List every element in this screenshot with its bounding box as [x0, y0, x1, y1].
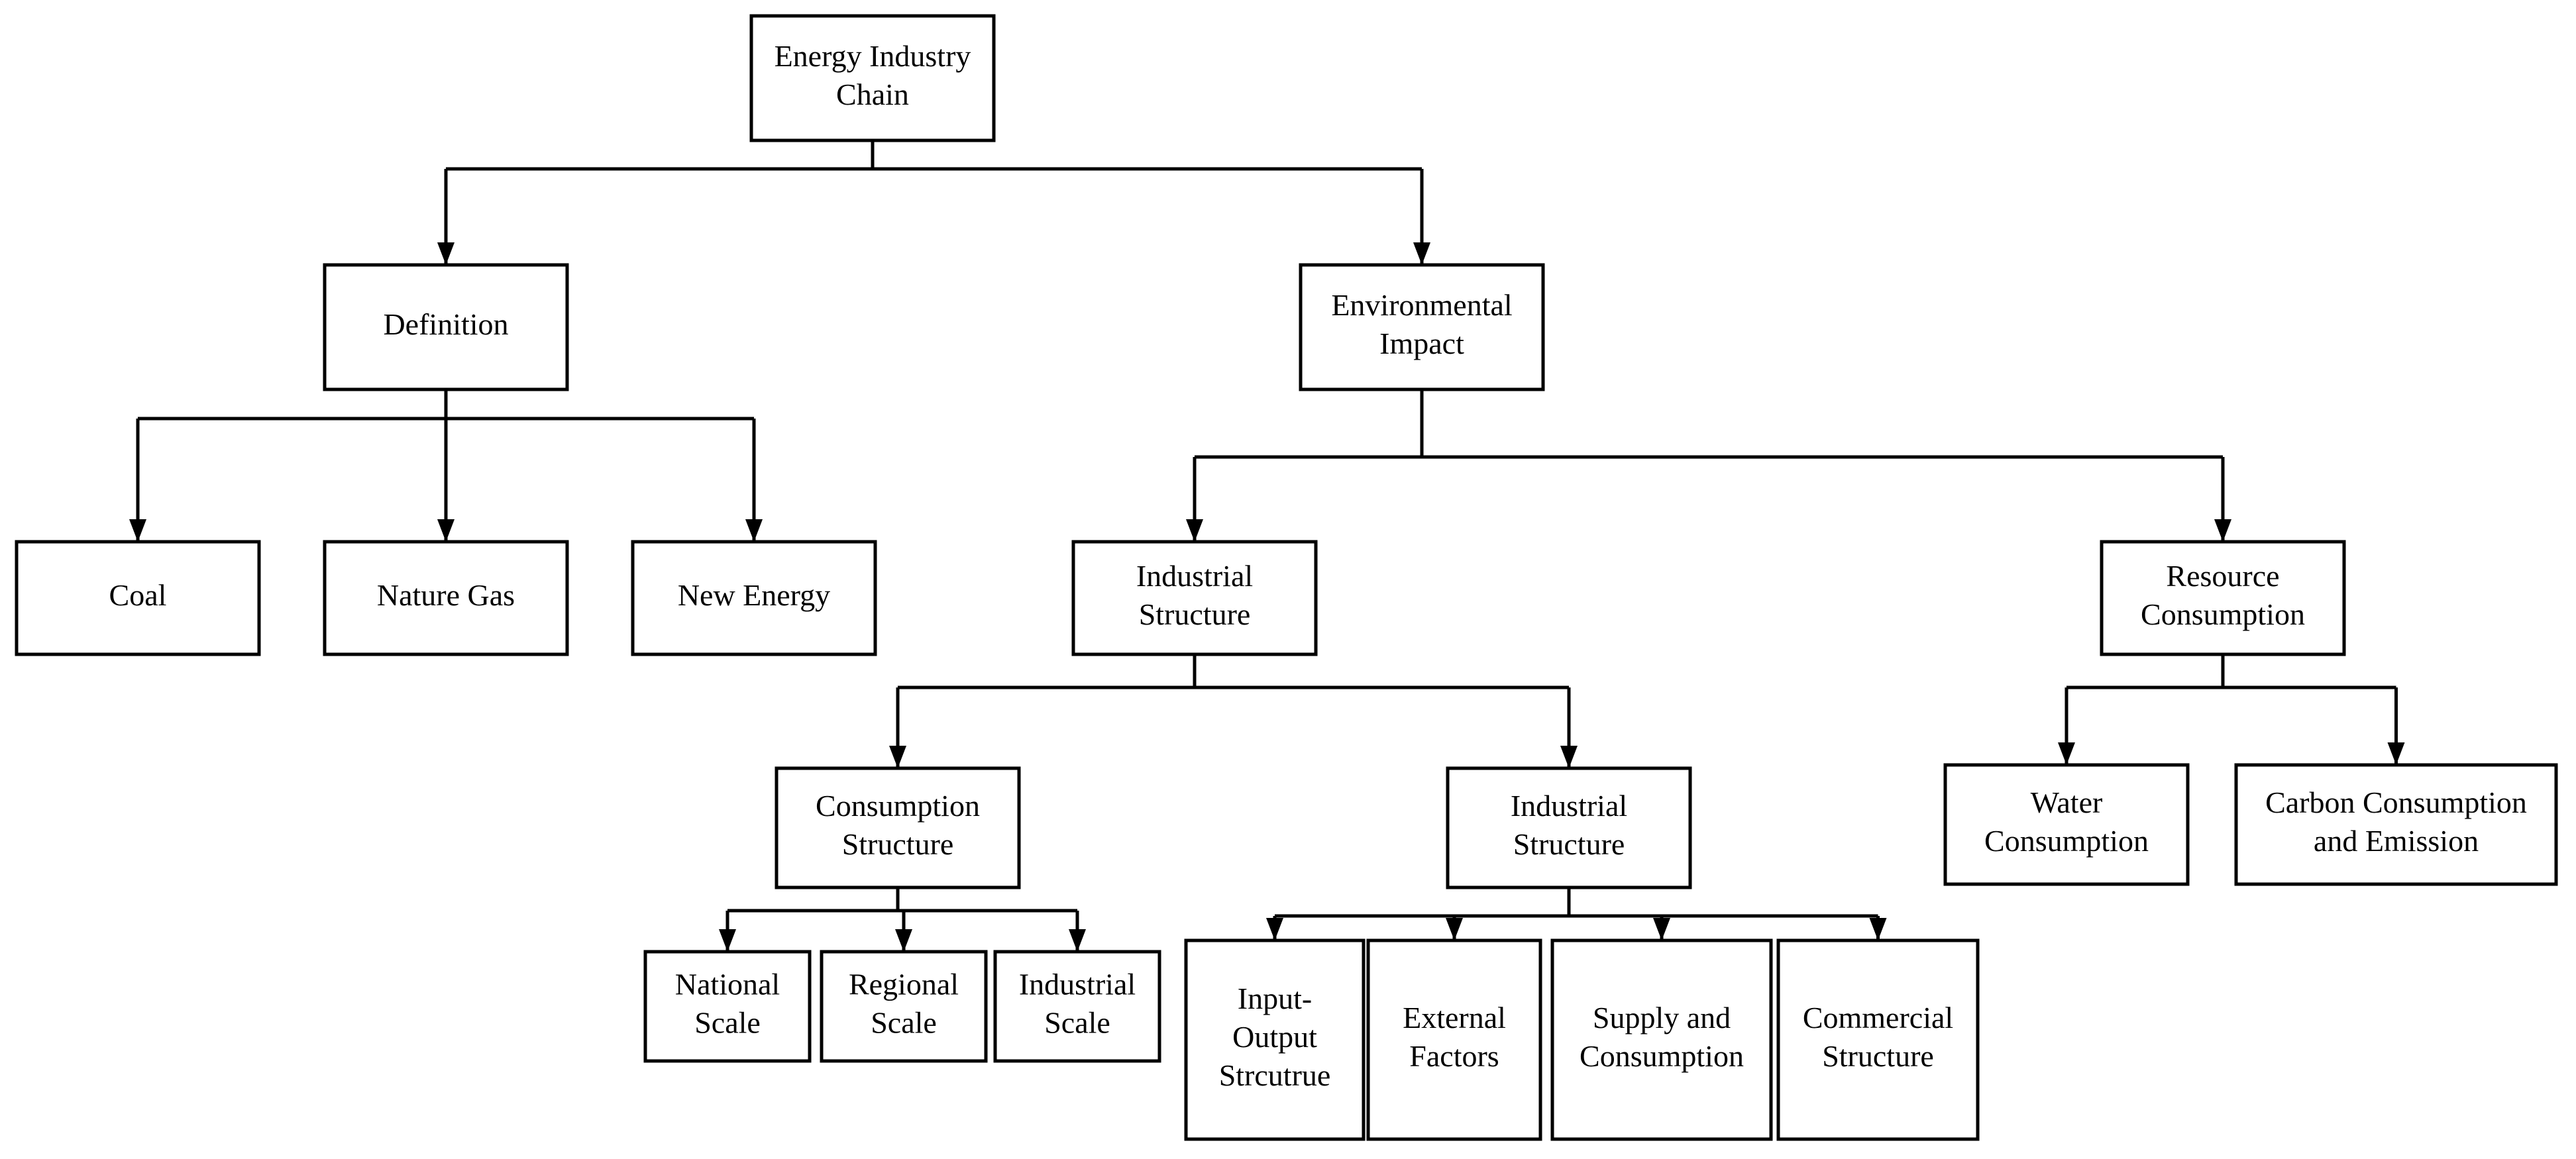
- arrowhead-icon: [889, 746, 906, 768]
- arrowhead-icon: [1560, 746, 1578, 768]
- edge-group-environmental-impact: [1186, 389, 2231, 542]
- edge-group-definition: [129, 389, 763, 542]
- arrowhead-icon: [1413, 242, 1430, 265]
- arrowhead-icon: [1186, 519, 1203, 542]
- node-box-industrial-structure-1[interactable]: [1071, 540, 1318, 656]
- node-box-resource-consumption[interactable]: [2100, 540, 2346, 656]
- node-box-commercial-structure[interactable]: [1776, 938, 1980, 1141]
- edge-group-root: [437, 140, 1430, 265]
- arrowhead-icon: [437, 242, 455, 265]
- edge-group-industrial-structure-1: [889, 654, 1578, 768]
- node-box-nature-gas[interactable]: [323, 540, 569, 656]
- node-label-definition: Definition: [383, 307, 508, 341]
- node-box-carbon-consumption-and-emission[interactable]: [2234, 763, 2558, 886]
- node-nature-gas[interactable]: Nature Gas: [323, 540, 569, 656]
- node-box-industrial-scale[interactable]: [993, 950, 1161, 1063]
- edge-group-industrial-structure-2: [1266, 887, 1887, 940]
- arrowhead-icon: [745, 519, 763, 542]
- node-box-root[interactable]: [749, 14, 996, 142]
- edges-layer: [129, 140, 2405, 952]
- node-box-new-energy[interactable]: [631, 540, 877, 656]
- node-box-definition[interactable]: [323, 263, 569, 391]
- node-label-coal: Coal: [109, 578, 167, 612]
- arrowhead-icon: [437, 519, 455, 542]
- arrowhead-icon: [1653, 918, 1670, 940]
- node-box-external-factors[interactable]: [1366, 938, 1542, 1141]
- node-definition[interactable]: Definition: [323, 263, 569, 391]
- node-box-regional-scale[interactable]: [820, 950, 988, 1063]
- node-box-national-scale[interactable]: [643, 950, 812, 1063]
- arrowhead-icon: [719, 929, 736, 952]
- node-label-nature-gas: Nature Gas: [377, 578, 515, 612]
- arrowhead-icon: [1069, 929, 1086, 952]
- node-coal[interactable]: Coal: [15, 540, 261, 656]
- edge-group-consumption-structure: [719, 887, 1086, 952]
- arrowhead-icon: [129, 519, 146, 542]
- node-box-industrial-structure-2[interactable]: [1446, 766, 1692, 889]
- arrowhead-icon: [895, 929, 912, 952]
- edge-group-resource-consumption: [2058, 654, 2405, 765]
- node-box-coal[interactable]: [15, 540, 261, 656]
- arrowhead-icon: [1446, 918, 1463, 940]
- arrowhead-icon: [1266, 918, 1283, 940]
- node-new-energy[interactable]: New Energy: [631, 540, 877, 656]
- node-box-consumption-structure[interactable]: [775, 766, 1021, 889]
- node-box-environmental-impact[interactable]: [1299, 263, 1545, 391]
- node-box-input-output-structure[interactable]: [1184, 938, 1366, 1141]
- node-label-new-energy: New Energy: [678, 578, 830, 612]
- arrowhead-icon: [2387, 742, 2405, 765]
- arrowhead-icon: [2058, 742, 2075, 765]
- node-box-supply-and-consumption[interactable]: [1550, 938, 1773, 1141]
- node-box-water-consumption[interactable]: [1943, 763, 2190, 886]
- arrowhead-icon: [2214, 519, 2231, 542]
- arrowhead-icon: [1869, 918, 1887, 940]
